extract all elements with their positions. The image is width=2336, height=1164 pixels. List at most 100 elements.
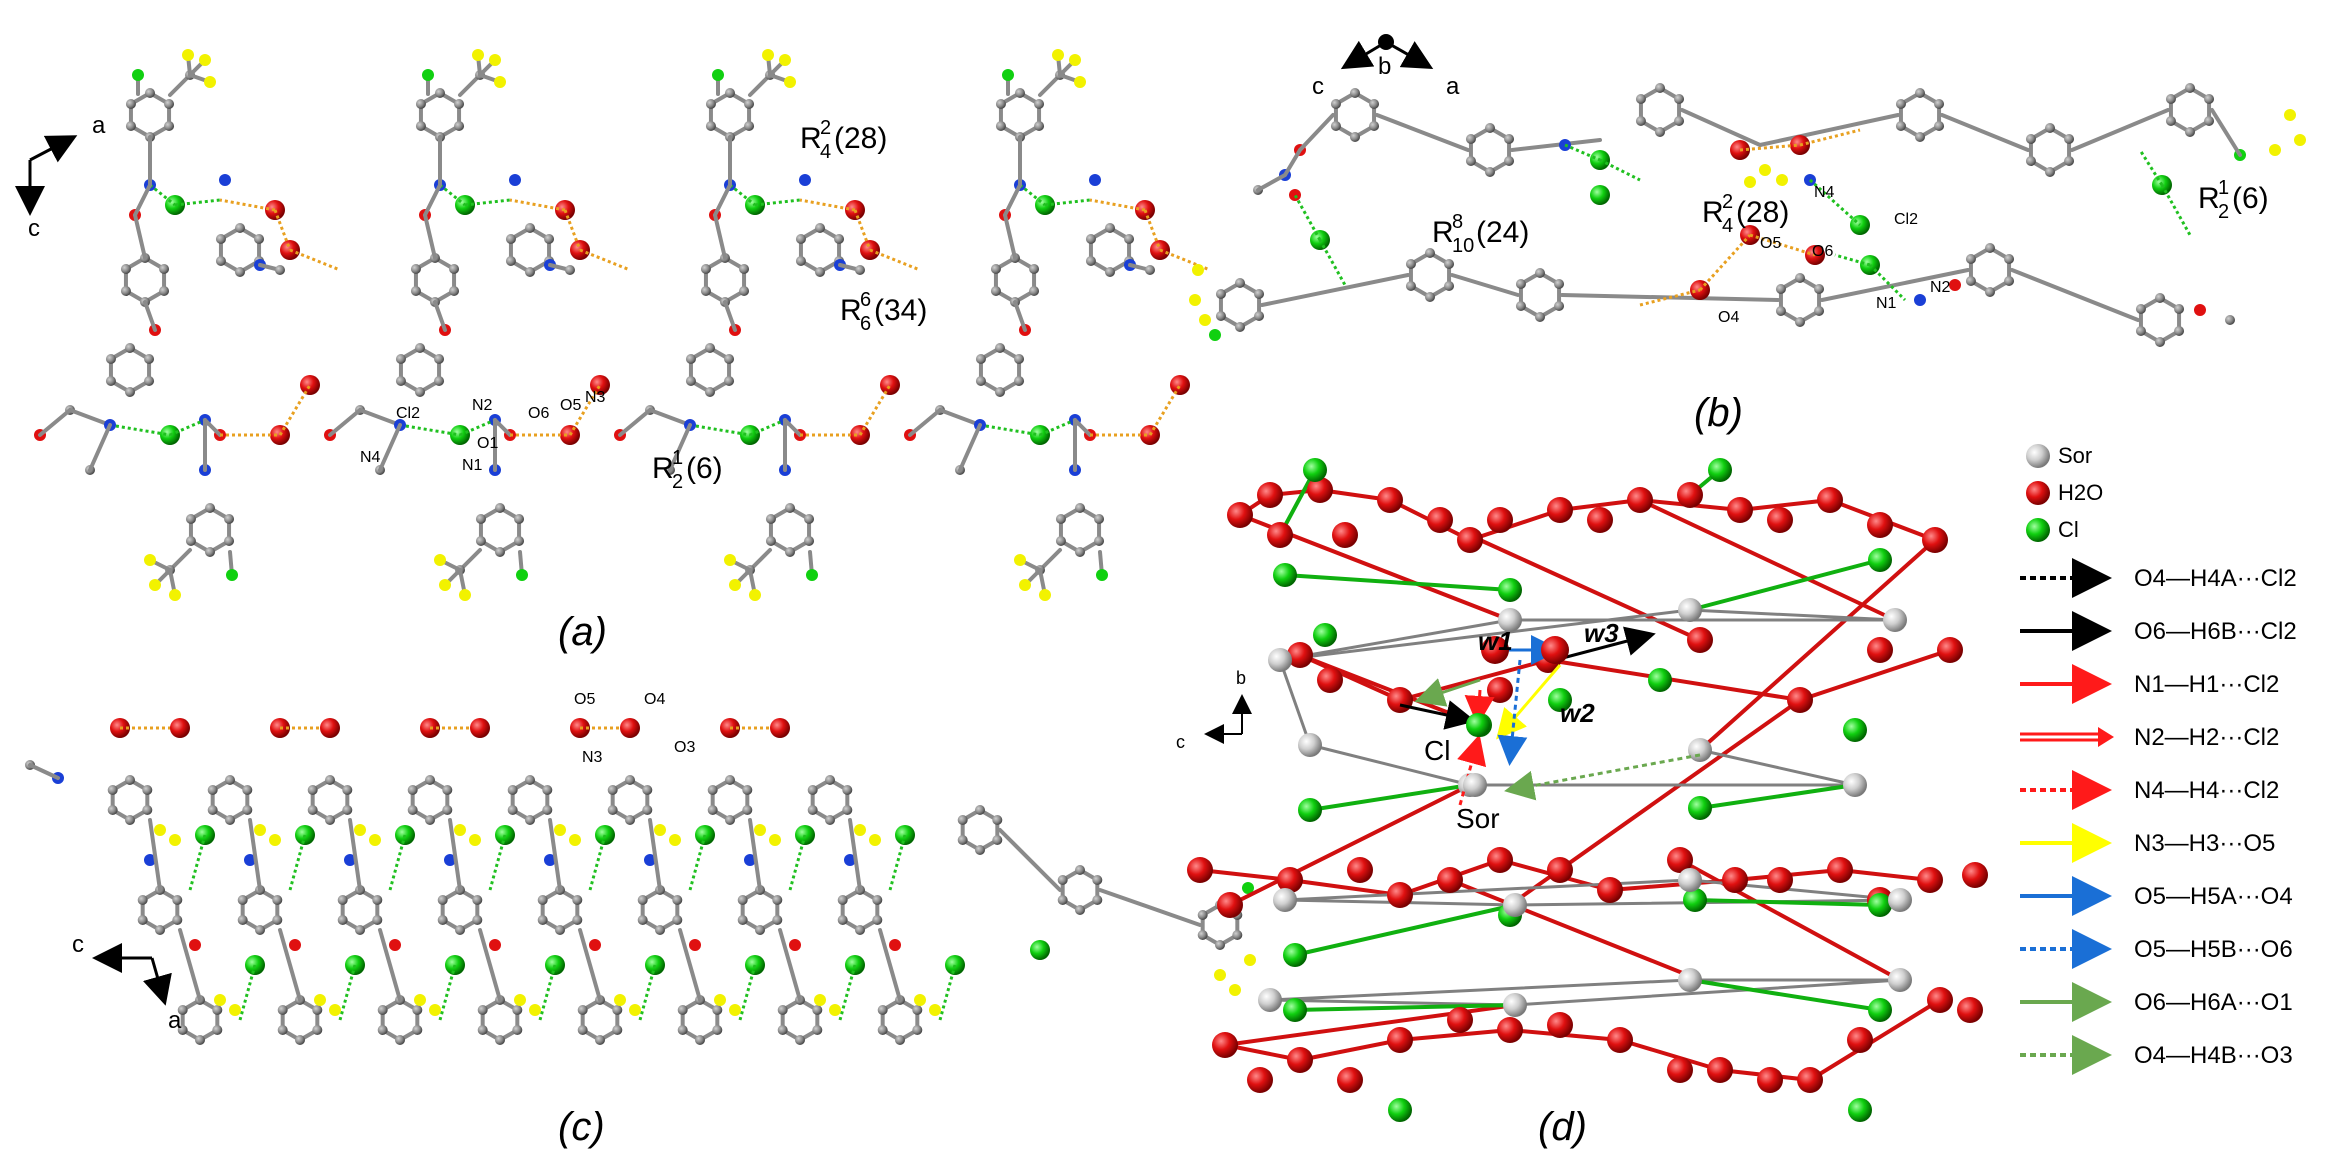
bond: [423, 183, 442, 217]
carbon-atom: [572, 915, 583, 925]
axis-c-label: c: [28, 215, 40, 242]
bond: [1758, 113, 1900, 147]
ring-label-r10-24: R 8 10 (24): [1432, 211, 1529, 257]
fluorine-atom: [1189, 294, 1201, 306]
carbon-atom: [739, 264, 750, 274]
carbon-atom: [872, 895, 883, 905]
carbon-atom: [877, 1005, 888, 1015]
bond: [1298, 113, 1335, 152]
carbon-atom: [834, 234, 845, 244]
sorafenib-node: [1678, 868, 1702, 892]
chloride-node: [1283, 998, 1307, 1022]
water-node: [1437, 867, 1463, 893]
carbon-atom: [2204, 116, 2215, 126]
bond: [2210, 108, 2242, 157]
carbon-atom: [2174, 326, 2185, 336]
carbon-atom: [2204, 94, 2215, 104]
carbon-atom: [137, 895, 148, 905]
carbon-atom: [415, 99, 426, 109]
carbon-atom: [1795, 273, 1805, 283]
h-bond: [438, 964, 457, 1021]
water-node: [1547, 1012, 1573, 1038]
carbon-atom: [512, 1025, 523, 1035]
bond: [713, 183, 732, 217]
bond: [1940, 113, 2030, 152]
carbon-atom: [700, 286, 711, 296]
bond: [578, 928, 602, 1002]
legend-species-label: H2O: [2058, 480, 2103, 505]
chlorine-atom: [422, 69, 434, 81]
carbon-atom: [1985, 243, 1995, 253]
fluorine-atom: [229, 1004, 241, 1016]
panel-b-structure: [1189, 83, 2306, 347]
carbon-atom: [1985, 287, 1995, 297]
legend-species-swatch: [2026, 444, 2050, 468]
carbon-atom: [975, 845, 985, 855]
bond: [28, 763, 60, 780]
h-bond: [1293, 194, 1322, 241]
carbon-atom: [2064, 156, 2075, 166]
h-bond: [488, 834, 507, 891]
carbon-atom: [725, 815, 735, 825]
carbon-atom: [990, 286, 1001, 296]
h-bond: [388, 834, 407, 891]
bond: [1288, 878, 1402, 897]
h-bond: [1318, 239, 1347, 286]
carbon-atom: [1197, 930, 1208, 940]
bond: [1680, 108, 1762, 147]
bond: [2070, 108, 2170, 152]
carbon-atom: [355, 925, 365, 935]
node-label-w2: w2: [1560, 698, 1595, 728]
h-bond: [289, 248, 341, 272]
carbon-atom: [195, 1035, 205, 1045]
carbon-atom: [307, 805, 318, 815]
h-bond: [1799, 128, 1861, 147]
carbon-atom: [495, 503, 505, 513]
chloride-node-center: [1466, 713, 1490, 737]
carbon-atom: [1444, 281, 1455, 291]
carbon-atom: [975, 805, 985, 815]
sorafenib-node: [1268, 648, 1292, 672]
carbon-atom: [475, 536, 486, 546]
h-bond: [464, 198, 511, 207]
carbon-atom: [577, 1005, 588, 1015]
water-node: [1447, 1007, 1473, 1033]
carbon-atom: [1655, 83, 1665, 93]
carbon-atom: [1215, 940, 1225, 950]
h-bond: [1834, 253, 1871, 267]
fluorine-atom: [1776, 174, 1788, 186]
h-bond: [1564, 143, 1601, 162]
carbon-atom: [992, 815, 1003, 825]
carbon-atom: [772, 895, 783, 905]
carbon-atom: [2135, 304, 2146, 314]
fluorine-atom: [769, 834, 781, 846]
carbon-atom: [2225, 315, 2235, 325]
h-bond: [1739, 143, 1801, 152]
carbon-atom: [1350, 132, 1360, 142]
carbon-atom: [1145, 265, 1155, 275]
sorafenib-node: [1888, 968, 1912, 992]
fluorine-atom: [314, 994, 326, 1006]
water-node: [1227, 502, 1253, 528]
water-node: [1867, 512, 1893, 538]
bond: [998, 828, 1062, 892]
carbon-atom: [772, 915, 783, 925]
carbon-atom: [120, 264, 131, 274]
bond: [1256, 173, 1287, 192]
carbon-atom: [525, 267, 535, 277]
carbon-atom: [1330, 99, 1341, 109]
carbon-atom: [1915, 132, 1925, 142]
atom-label: N1: [1876, 295, 1897, 312]
oxygen-atom: [589, 939, 601, 951]
water-node: [1817, 487, 1843, 513]
bond: [723, 300, 737, 332]
bond: [1003, 183, 1022, 217]
water-oxygen: [300, 375, 320, 395]
h-bond: [174, 198, 221, 207]
sorafenib-node: [1503, 893, 1527, 917]
axis-a-label: a: [92, 112, 106, 139]
carbon-atom: [712, 1025, 723, 1035]
sorafenib-node: [1883, 608, 1907, 632]
bond: [1298, 1038, 1402, 1062]
ring-label-r2-6: R 1 2 (6): [652, 447, 723, 493]
